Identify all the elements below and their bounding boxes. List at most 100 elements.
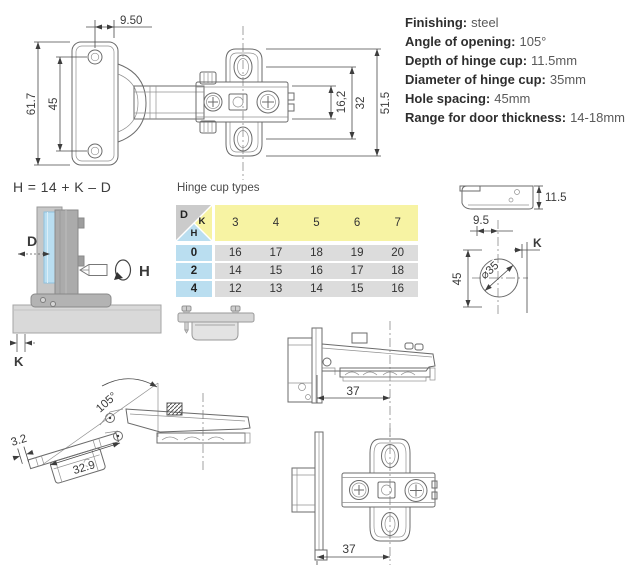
dim-label-45-drill: 45 (452, 273, 464, 286)
h-row-header: 4 (176, 281, 212, 297)
dim-label-32: 32 (355, 97, 367, 110)
spec-row: Hole spacing:45mm (405, 89, 625, 108)
spec-label: Angle of opening: (405, 34, 516, 49)
spec-row: Depth of hinge cup:11.5mm (405, 51, 625, 70)
open-cup-assembly: 3.2 (8, 431, 120, 484)
open-hinge-drawing: 105° 3.2 32.9 (8, 378, 251, 484)
dimension-37-plate: 37 (316, 541, 390, 565)
spec-row: Angle of opening:105° (405, 32, 625, 51)
spec-row: Finishing:steel (405, 13, 625, 32)
table-cell: 17 (269, 247, 283, 259)
dimension-11-5: 11.5 (534, 185, 567, 210)
cup-side-profile (459, 185, 534, 210)
drilling-pattern-drawing: 11.5 9.5 ⌀35 45 K (451, 185, 567, 317)
dimension-k-drill: K (514, 236, 542, 313)
dim-label-9-50: 9.50 (120, 15, 142, 27)
plate-view-drawing: 37 (291, 428, 438, 565)
dim-label-51-5: 51.5 (380, 92, 392, 114)
dim-label-61-7: 61.7 (26, 93, 38, 115)
row-values: 16 17 18 19 20 (215, 245, 418, 261)
spec-label: Finishing: (405, 15, 468, 30)
corner-h-label: H (191, 228, 198, 239)
closed-plate (339, 367, 436, 382)
dimension-61-7: 61.7 (25, 41, 70, 166)
open-arm (125, 402, 251, 433)
hinge-cup-table: D K H 3 4 5 6 7 0 16 17 18 19 20 2 (175, 204, 418, 299)
k-column-header: 6 (353, 217, 361, 229)
hinge-body (30, 209, 112, 308)
dim-label-9-5: 9.5 (473, 215, 489, 227)
d-label: D (27, 233, 37, 249)
dim-label-16-2: 16,2 (336, 91, 348, 113)
row-values: 12 13 14 15 16 (215, 281, 418, 297)
dimension-d: D (18, 233, 50, 257)
rotation-icon (114, 259, 132, 281)
table-cell: 15 (269, 265, 283, 277)
spec-value: 35mm (549, 72, 586, 87)
h-row-header: 2 (176, 263, 212, 279)
angle-diagonal-line (41, 382, 159, 466)
table-cell: 12 (228, 283, 242, 295)
table-header-row: D K H 3 4 5 6 7 (175, 204, 418, 242)
table-cell: 13 (269, 283, 283, 295)
hinge-cup-in-door (43, 211, 56, 284)
spec-label: Hole spacing: (405, 91, 491, 106)
spec-value: 11.5mm (531, 53, 578, 68)
dimension-45-drill: 45 (451, 249, 482, 308)
closed-hinge-drawing: 37 (287, 321, 436, 437)
cup-flange (177, 312, 255, 323)
spec-label: Range for door thickness: (405, 110, 567, 125)
table-cell: 14 (228, 265, 242, 277)
dim-label-45: 45 (48, 98, 60, 111)
spec-label: Diameter of hinge cup: (405, 72, 546, 87)
pivot-links (99, 408, 124, 441)
h-label: H (139, 263, 150, 280)
table-cell: 16 (391, 283, 405, 295)
table-row: 4 12 13 14 15 16 (176, 281, 418, 297)
dim-label-11-5: 11.5 (545, 192, 567, 204)
hinge-cup-plate (71, 41, 147, 166)
spec-value: 14-18mm (570, 110, 625, 125)
table-cell: 15 (350, 283, 364, 295)
dim-label-k-drill: K (533, 236, 542, 250)
h-row-header: 0 (176, 245, 212, 261)
cabinet-panel (12, 304, 162, 334)
dim-label-3-2: 3.2 (10, 433, 29, 449)
k-column-header: 4 (272, 217, 280, 229)
corner-d-label: D (180, 209, 188, 221)
table-cell: 18 (391, 265, 405, 277)
open-plate (156, 432, 251, 444)
k-column-header: 5 (313, 217, 320, 229)
dim-label-32-9: 32.9 (72, 459, 97, 477)
table-corner-cell: D K H (175, 204, 213, 242)
dim-label-37-closed: 37 (346, 384, 360, 398)
k-column-header: 3 (232, 217, 239, 229)
table-cell: 18 (310, 247, 323, 259)
screw-icon (181, 305, 192, 334)
table-row: 2 14 15 16 17 18 (176, 263, 418, 279)
row-values: 14 15 16 17 18 (215, 263, 418, 279)
table-row: 0 16 17 18 19 20 (176, 245, 418, 261)
front-view-drawing: 61.7 45 9.50 16,2 32 (25, 15, 394, 180)
hinge-table-title: Hinge cup types (177, 182, 260, 194)
dimension-16-2: 16,2 (292, 85, 350, 120)
dimension-37-closed: 37 (316, 375, 390, 403)
spec-value: 105° (519, 34, 547, 49)
k-column-header: 7 (394, 217, 401, 229)
spec-list: Finishing:steel Angle of opening:105° De… (405, 13, 625, 127)
table-cell: 20 (391, 247, 405, 259)
mounting-diagram: D H K (10, 206, 162, 369)
dimension-k: K (10, 334, 36, 369)
corner-k-label: K (199, 216, 206, 227)
mounting-plate (195, 48, 295, 157)
dimension-9-5: 9.5 (470, 215, 513, 236)
k-column-headers: 3 4 5 6 7 (215, 205, 418, 241)
dim-label-37-plate: 37 (342, 542, 356, 556)
table-cell: 17 (350, 265, 364, 277)
dimension-32: 32 (266, 66, 369, 140)
spec-value: 45mm (494, 91, 531, 106)
cup-body (191, 321, 239, 341)
spec-row: Diameter of hinge cup:35mm (405, 70, 625, 89)
closed-arm (321, 332, 436, 372)
